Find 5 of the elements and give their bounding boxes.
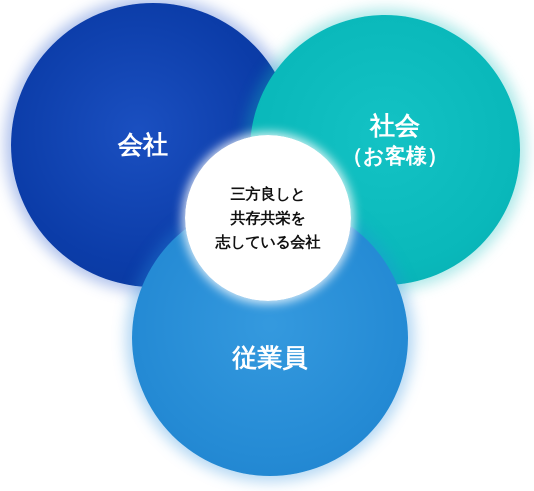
center-text: 三方良しと共存共栄を志している会社: [214, 184, 322, 253]
subtitle: （お客様）: [342, 142, 448, 170]
circle-label: 会社: [118, 128, 168, 161]
circle-label: 社会: [370, 110, 420, 142]
circle-label: 従業員: [232, 342, 308, 374]
